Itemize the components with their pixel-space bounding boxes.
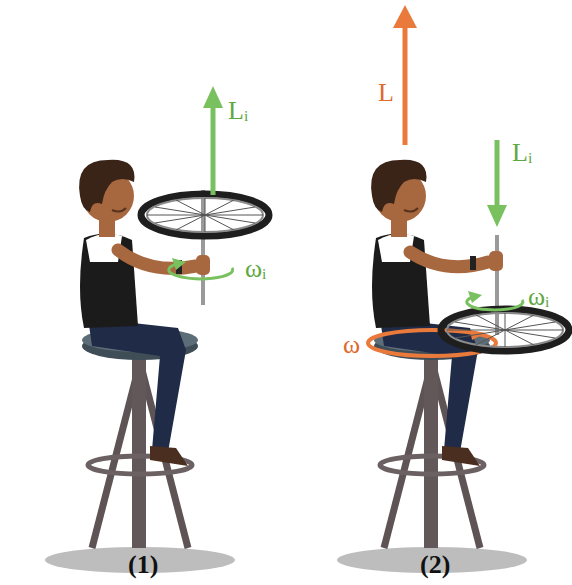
angular-velocity-label: ω [343, 332, 360, 358]
angular-velocity-label: ωᵢ [245, 256, 266, 282]
panel-number: (2) [420, 552, 450, 578]
momentum-label: Lᵢ [228, 98, 248, 124]
panel-number: (1) [128, 552, 158, 578]
momentum-label: Lᵢ [512, 140, 532, 166]
momentum-label: L [378, 80, 394, 106]
angular-velocity-label: ωᵢ [528, 284, 549, 310]
